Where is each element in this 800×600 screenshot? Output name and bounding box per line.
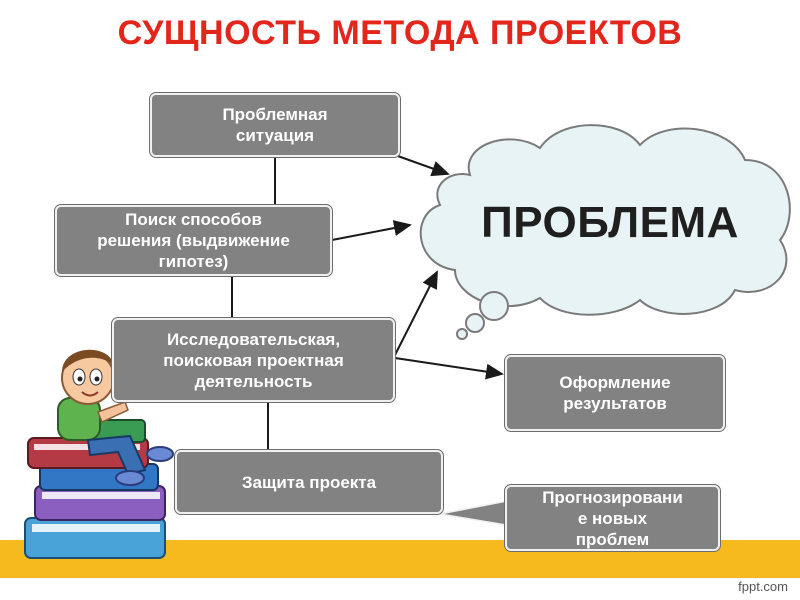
arrow-situation-to-cloud <box>394 154 450 177</box>
slide-title: СУЩНОСТЬ МЕТОДА ПРОЕКТОВ <box>117 14 683 52</box>
arrow-search-to-cloud <box>331 220 412 241</box>
box-research-activity: Исследовательская, поисковая проектная д… <box>112 318 395 402</box>
box-project-defense: Защита проекта <box>175 450 443 514</box>
arrow-research-to-cloud <box>394 270 438 356</box>
box-results-formatting: Оформление результатов <box>505 355 725 431</box>
boy-on-books-illustration <box>24 349 174 559</box>
cloud-shape <box>419 124 791 340</box>
cloud-label-problem: ПРОБЛЕМА <box>481 198 739 247</box>
forecast-callout-pointer <box>439 499 513 527</box>
watermark: fppt.com <box>738 579 788 594</box>
box-search-solutions: Поиск способов решения (выдвижение гипот… <box>55 205 332 276</box>
box-forecast-new-problems: Прогнозировани е новых проблем <box>505 485 720 551</box>
arrow-research-to-results <box>394 357 504 380</box>
box-problem-situation: Проблемная ситуация <box>150 93 400 157</box>
